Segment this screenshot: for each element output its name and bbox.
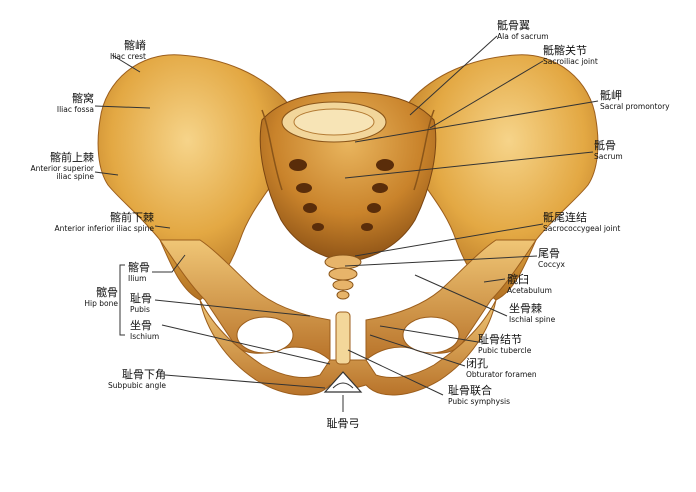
label-en: Subpubic angle — [108, 380, 166, 390]
left-sacroiliac-joint — [261, 109, 283, 191]
label-en: Iliac fossa — [56, 104, 94, 114]
label-en: Pubic symphysis — [448, 396, 510, 406]
label-obturator-foramen: 闭孔 Obturator foramen — [466, 357, 537, 379]
label-zh: 坐骨棘 — [509, 302, 542, 315]
label-zh: 坐骨 — [130, 319, 152, 332]
label-zh: 耻骨联合 — [448, 384, 492, 397]
left-obturator-foramen — [236, 316, 294, 354]
label-zh: 髂前下棘 — [110, 211, 154, 224]
label-zh: 耻骨 — [130, 292, 152, 305]
label-hip-bone: 髋骨 Hip bone — [68, 286, 118, 308]
label-zh: 髂骨 — [128, 261, 150, 274]
label-aiis: 髂前下棘 Anterior inferior iliac spine — [2, 211, 154, 233]
label-ala-sacrum: 骶骨翼 Ala of sacrum — [497, 19, 549, 41]
label-sacrococcygeal-joint: 骶尾连结 Sacrococcygeal joint — [543, 211, 621, 233]
label-en: Acetabulum — [507, 285, 552, 295]
left-ilium — [97, 54, 298, 301]
label-zh: 骶髂关节 — [543, 44, 587, 57]
label-subpubic-angle: 耻骨下角 Subpubic angle — [70, 368, 166, 390]
coccyx-bone — [324, 254, 362, 300]
label-en: Iliac crest — [110, 51, 146, 61]
label-zh: 髂嵴 — [124, 39, 146, 52]
label-en: Sacrococcygeal joint — [543, 223, 621, 233]
label-zh: 骶骨 — [594, 139, 616, 152]
label-zh: 髋臼 — [507, 273, 529, 286]
pubic-arch-bone — [199, 299, 497, 396]
label-acetabulum: 髋臼 Acetabulum — [507, 273, 552, 295]
sacral-plate — [293, 108, 375, 136]
hip-bone-bracket — [119, 264, 125, 336]
label-ischial-spine: 坐骨棘 Ischial spine — [509, 302, 556, 324]
label-en: Sacrum — [594, 151, 623, 161]
label-iliac-fossa: 髂窝 Iliac fossa — [12, 92, 94, 114]
symphysis-disc — [335, 311, 351, 365]
label-ischium: 坐骨 Ischium — [130, 319, 160, 341]
label-zh: 髋骨 — [96, 286, 118, 299]
label-en: Ilium — [128, 273, 147, 283]
label-coccyx: 尾骨 Coccyx — [538, 247, 565, 269]
label-sacral-promontory: 骶岬 Sacral promontory — [600, 89, 670, 111]
label-zh: 骶岬 — [600, 89, 622, 102]
label-pubic-arch: 耻骨弓 — [315, 417, 371, 431]
label-zh: 髂前上棘 — [50, 151, 94, 164]
label-en: Ischial spine — [509, 314, 556, 324]
label-zh: 髂窝 — [72, 92, 94, 105]
label-en: Obturator foramen — [466, 369, 537, 379]
label-zh: 骶骨翼 — [497, 19, 530, 32]
label-en: Anterior inferior iliac spine — [54, 223, 154, 233]
label-en: Ala of sacrum — [497, 31, 549, 41]
label-pubis: 耻骨 Pubis — [130, 292, 152, 314]
label-en: Ischium — [130, 331, 160, 341]
label-en: Pubic tubercle — [478, 345, 532, 355]
right-obturator-foramen — [402, 316, 460, 354]
label-en: Anterior superior — [30, 163, 94, 173]
subpubic-angle-arc — [332, 382, 354, 389]
label-zh: 骶尾连结 — [543, 211, 587, 224]
label-en: Sacral promontory — [600, 101, 670, 111]
sacral-foramina — [289, 159, 394, 231]
label-zh: 耻骨结节 — [478, 333, 522, 346]
label-ilium: 髂骨 Ilium — [128, 261, 150, 283]
label-zh: 耻骨下角 — [122, 368, 166, 381]
label-en: Sacroiliac joint — [543, 56, 598, 66]
label-sacroiliac-joint: 骶髂关节 Sacroiliac joint — [543, 44, 598, 66]
label-en: Coccyx — [538, 259, 565, 269]
label-iliac-crest: 髂嵴 Iliac crest — [66, 39, 146, 61]
label-zh: 尾骨 — [538, 247, 560, 260]
label-pubic-tubercle: 耻骨结节 Pubic tubercle — [478, 333, 532, 355]
leader-lines — [94, 35, 599, 396]
label-pubic-symphysis: 耻骨联合 Pubic symphysis — [448, 384, 510, 406]
label-zh: 闭孔 — [466, 357, 488, 370]
label-en: iliac spine — [56, 172, 94, 182]
label-zh: 耻骨弓 — [326, 417, 360, 430]
label-asis: 髂前上棘 Anterior superior iliac spine — [2, 151, 94, 182]
label-sacrum: 骶骨 Sacrum — [594, 139, 623, 161]
label-en: Pubis — [130, 304, 150, 314]
label-en: Hip bone — [84, 298, 118, 308]
right-sacroiliac-joint — [413, 109, 435, 191]
